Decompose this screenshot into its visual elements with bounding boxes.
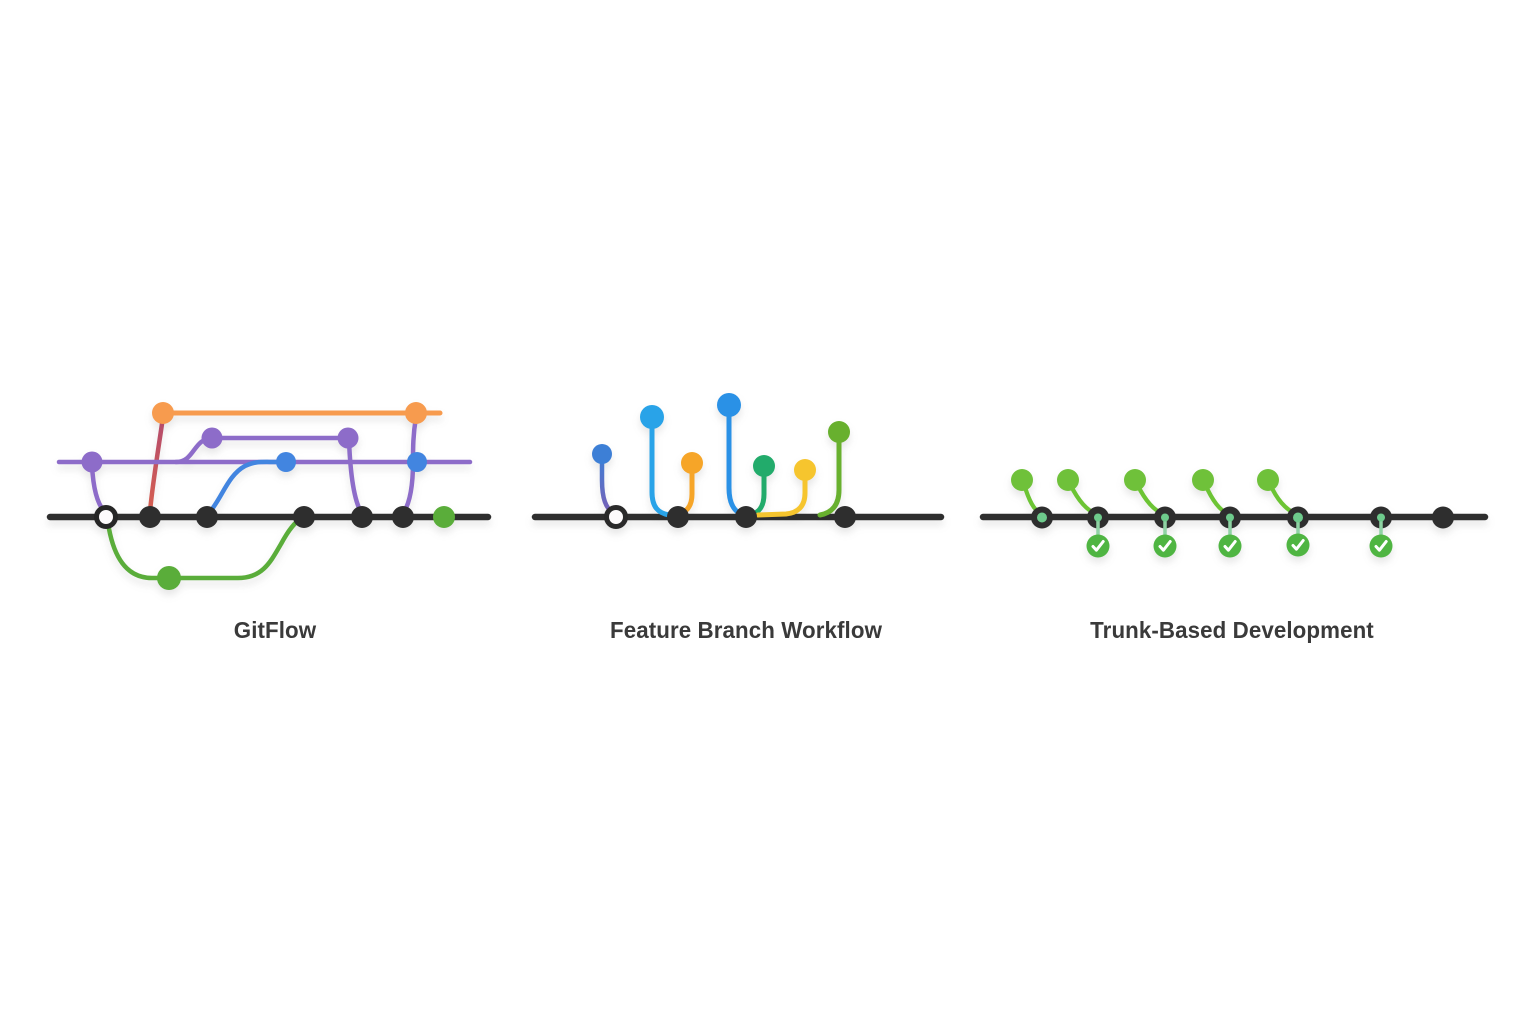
feature-purple-line [173,435,351,465]
feature-stem [755,469,808,518]
feature-branch-workflow-diagram [531,393,945,529]
commit-dot [351,506,373,528]
branch-tip-dot [1057,469,1079,491]
check-icon [1374,540,1388,552]
commit-dot [1432,506,1454,529]
green-branch-line [105,515,306,581]
commit-dot [293,506,315,528]
branch-tip-dot [1192,469,1214,491]
feature-tip-dot [681,452,703,474]
branch-tip-dot [1011,469,1033,491]
feature-tip-dot [753,455,775,477]
initial-commit-dot [94,505,118,529]
green-branch-commit-dot [157,566,181,590]
branch-tip-dot [1257,469,1279,491]
feature-tip-dot [717,393,741,417]
commit-dot [392,506,414,528]
inner-mint-dot [1293,512,1303,523]
inner-mint-dot [1161,513,1169,522]
feature-stem [649,416,672,518]
check-icon [1158,540,1172,552]
hotfix-line [147,414,166,515]
check-icon [1091,540,1105,552]
commit-dot [735,506,757,528]
feature-branch-workflow-label: Feature Branch Workflow [609,617,883,643]
feature-tip-dot [640,405,664,429]
feature-purple-commit-dot [201,427,223,449]
trunk-based-development-diagram [979,469,1489,558]
develop-commit-dot [81,451,103,473]
commit-dot [667,506,689,528]
feature-blue-commit-dot [407,452,427,472]
feature-tip-dot [794,459,816,481]
feature-purple-merge-line [346,437,364,515]
commit-dot [196,506,218,528]
release-commit-dot [405,402,427,424]
commit-dot [139,506,161,528]
feature-stem [726,404,746,518]
check-icon [1291,539,1305,551]
branch-tip-dot [1124,469,1146,491]
gitflow-label: GitFlow [233,617,317,643]
inner-mint-dot [1226,513,1234,522]
feature-blue-line [206,459,279,516]
inner-mint-dot [1377,513,1385,522]
commit-dot [834,506,856,528]
commit-dot-green [433,506,455,528]
release-commit-dot [152,402,174,424]
gitflow-diagram [46,402,492,590]
feature-blue-commit-dot [276,452,296,472]
feature-purple-commit-dot [337,427,359,449]
feature-tip-dot [828,421,850,443]
check-icon [1223,540,1237,552]
inner-mint-dot [1094,513,1102,522]
feature-stem [599,453,616,516]
feature-tip-dot [592,444,612,464]
initial-commit-dot [604,505,628,529]
inner-mint-dot [1037,512,1047,523]
feature-stem [817,431,842,518]
trunk-based-development-label: Trunk-Based Development [1090,617,1374,643]
